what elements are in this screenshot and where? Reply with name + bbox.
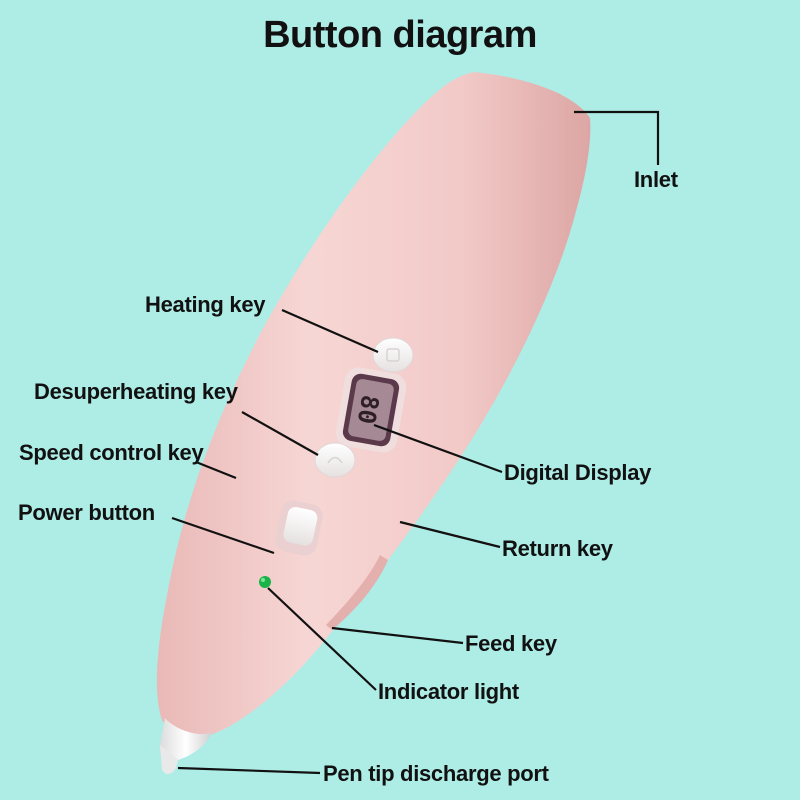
desuperheating-key[interactable] <box>314 442 356 478</box>
indicator-light <box>259 576 271 588</box>
label-feed-key: Feed key <box>465 631 557 656</box>
feed-key[interactable] <box>326 555 388 630</box>
display-digits: 80 <box>352 393 385 426</box>
label-digital-display: Digital Display <box>504 460 652 485</box>
label-return-key: Return key <box>502 536 613 561</box>
leader-line-power <box>171 516 275 555</box>
leader-line-indicator <box>267 587 377 691</box>
leader-line-desuperheating <box>241 411 319 456</box>
label-indicator-light: Indicator light <box>378 679 519 704</box>
label-inlet: Inlet <box>634 167 678 192</box>
leader-line-display <box>373 423 503 474</box>
heating-key[interactable] <box>372 337 414 373</box>
label-desuperheating-key: Desuperheating key <box>34 379 238 404</box>
diagram-title: Button diagram <box>263 14 537 56</box>
label-pen-tip-discharge-port: Pen tip discharge port <box>323 761 549 786</box>
leader-line-tip <box>177 766 321 775</box>
leader-line-heating <box>281 308 379 354</box>
label-speed-control-key: Speed control key <box>19 440 204 465</box>
label-heating-key: Heating key <box>145 292 266 317</box>
leader-line-inlet <box>574 110 660 165</box>
leader-lines <box>171 110 660 775</box>
pen-tip-nozzle <box>159 718 212 761</box>
leader-line-return <box>399 520 501 549</box>
label-power-button: Power button <box>18 500 155 525</box>
leader-line-speed <box>195 460 237 480</box>
leader-line-feed <box>331 626 464 645</box>
